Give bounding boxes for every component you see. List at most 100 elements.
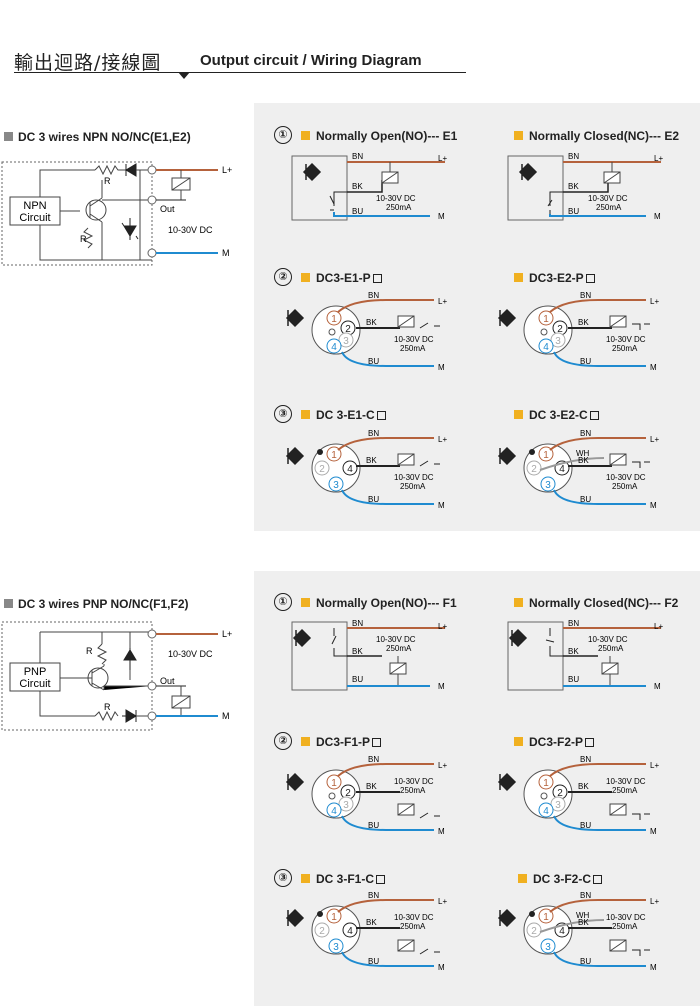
svg-text:BN: BN xyxy=(580,429,591,438)
svg-text:M: M xyxy=(650,501,657,510)
svg-text:BU: BU xyxy=(580,821,591,830)
pnp-c2-wiring: 1 2 4 3WH BN L+ BK BU M 10-30V DC 250mA xyxy=(497,891,659,972)
pnp-label-p1: DC3-F1-P xyxy=(301,735,382,749)
svg-text:3: 3 xyxy=(555,800,561,811)
svg-text:250mA: 250mA xyxy=(400,344,426,353)
svg-text:4: 4 xyxy=(559,926,565,937)
npn-label-c2: DC 3-E2-C xyxy=(514,408,599,422)
svg-text:BN: BN xyxy=(368,891,379,900)
svg-text:BK: BK xyxy=(366,918,377,927)
header-pointer-icon xyxy=(178,72,190,79)
svg-text:BU: BU xyxy=(368,957,379,966)
sensor-symbol-icon xyxy=(285,308,305,328)
svg-text:BU: BU xyxy=(352,207,363,216)
svg-text:BU: BU xyxy=(368,495,379,504)
svg-text:M: M xyxy=(438,963,445,972)
header-title-en: Output circuit / Wiring Diagram xyxy=(200,52,422,69)
svg-text:L+: L+ xyxy=(650,761,659,770)
npn-nc-wiring: BN L+ BK 10-30V DC 250mA BU M xyxy=(507,152,663,221)
npn-lplus: L+ xyxy=(222,165,232,175)
pnp-circuit-label-1: PNP xyxy=(24,666,47,678)
svg-text:250mA: 250mA xyxy=(612,922,638,931)
svg-text:10-30V DC: 10-30V DC xyxy=(394,335,434,344)
npn-circuit-label-1: NPN xyxy=(23,200,46,212)
svg-text:BN: BN xyxy=(580,891,591,900)
svg-text:3: 3 xyxy=(343,800,349,811)
npn-no-wiring: BN L+ BK 10-30V DC 250mA BU M xyxy=(291,152,447,221)
pnp-r2-label: R xyxy=(104,702,111,712)
svg-text:4: 4 xyxy=(331,806,337,817)
svg-text:3: 3 xyxy=(555,336,561,347)
header-title-cn: 輸出迴路/接線圖 xyxy=(14,52,162,74)
npn-p2-wiring: 1 2 3 4 BN L+ BK BU M 10-30V DC 250mA xyxy=(497,291,659,372)
svg-text:10-30V DC: 10-30V DC xyxy=(606,777,646,786)
svg-text:2: 2 xyxy=(531,464,537,475)
svg-text:L+: L+ xyxy=(650,897,659,906)
svg-text:M: M xyxy=(654,682,661,691)
npn-section-title: DC 3 wires NPN NO/NC(E1,E2) xyxy=(4,130,191,144)
svg-text:10-30V DC: 10-30V DC xyxy=(394,473,434,482)
sensor-symbol-icon xyxy=(285,446,305,466)
npn-m: M xyxy=(222,248,230,258)
svg-text:BU: BU xyxy=(580,957,591,966)
pnp-label-no: Normally Open(NO)--- F1 xyxy=(301,596,457,610)
svg-text:L+: L+ xyxy=(654,622,663,631)
svg-text:10-30V DC: 10-30V DC xyxy=(606,913,646,922)
svg-text:BU: BU xyxy=(368,357,379,366)
pnp-supply-label: 10-30V DC xyxy=(168,649,213,659)
svg-text:10-30V DC: 10-30V DC xyxy=(588,635,628,644)
npn-supply-label: 10-30V DC xyxy=(168,225,213,235)
svg-text:M: M xyxy=(438,501,445,510)
sensor-symbol-icon xyxy=(497,908,517,928)
svg-text:2: 2 xyxy=(557,788,563,799)
sensor-symbol-icon xyxy=(285,772,305,792)
svg-text:BN: BN xyxy=(568,619,579,628)
svg-text:2: 2 xyxy=(345,324,351,335)
svg-text:L+: L+ xyxy=(438,154,447,163)
svg-text:L+: L+ xyxy=(654,154,663,163)
svg-text:1: 1 xyxy=(331,450,337,461)
svg-text:BN: BN xyxy=(568,152,579,161)
svg-text:4: 4 xyxy=(347,926,353,937)
svg-text:BU: BU xyxy=(580,357,591,366)
svg-text:4: 4 xyxy=(543,806,549,817)
svg-text:M: M xyxy=(654,212,661,221)
svg-text:BK: BK xyxy=(352,182,363,191)
svg-text:L+: L+ xyxy=(438,622,447,631)
svg-text:BK: BK xyxy=(578,456,589,465)
pnp-label-c2: DC 3-F2-C xyxy=(518,872,603,886)
svg-text:WH: WH xyxy=(576,449,590,458)
npn-r2-label: R xyxy=(80,234,87,244)
svg-text:M: M xyxy=(650,963,657,972)
pnp-m: M xyxy=(222,711,230,721)
svg-text:1: 1 xyxy=(331,912,337,923)
svg-text:1: 1 xyxy=(331,314,337,325)
svg-text:BN: BN xyxy=(368,291,379,300)
svg-text:3: 3 xyxy=(545,480,551,491)
pnp-lplus: L+ xyxy=(222,629,232,639)
sensor-symbol-icon xyxy=(285,908,305,928)
svg-text:4: 4 xyxy=(331,342,337,353)
pnp-circuit-label-2: Circuit xyxy=(19,678,50,690)
svg-text:L+: L+ xyxy=(438,297,447,306)
sensor-symbol-icon xyxy=(497,308,517,328)
npn-out-label: Out xyxy=(160,204,175,214)
sensor-symbol-icon xyxy=(508,628,528,648)
sensor-symbol-icon xyxy=(302,162,322,182)
svg-text:BU: BU xyxy=(568,207,579,216)
pnp-c1-wiring: 1 2 4 3 BN L+ BK BU M 10-30V DC 250mA xyxy=(285,891,447,972)
svg-text:2: 2 xyxy=(557,324,563,335)
svg-text:10-30V DC: 10-30V DC xyxy=(376,194,416,203)
npn-c2-wiring: 1 2 4 3WH BN L+ BK BU M 10-30V DC 250mA xyxy=(497,429,659,510)
svg-text:L+: L+ xyxy=(438,435,447,444)
svg-text:10-30V DC: 10-30V DC xyxy=(588,194,628,203)
pnp-circuit-diagram: L+ R 10-30V DC PNP Circuit Out R M xyxy=(1,621,232,731)
svg-text:BK: BK xyxy=(568,647,579,656)
npn-step-2: ② xyxy=(274,268,292,286)
svg-text:1: 1 xyxy=(543,778,549,789)
svg-text:L+: L+ xyxy=(650,435,659,444)
svg-text:2: 2 xyxy=(531,926,537,937)
pnp-nc-wiring: BN L+ BK 10-30V DC 250mA BU M xyxy=(507,619,663,691)
pnp-label-c1: DC 3-F1-C xyxy=(301,872,386,886)
svg-text:10-30V DC: 10-30V DC xyxy=(394,777,434,786)
